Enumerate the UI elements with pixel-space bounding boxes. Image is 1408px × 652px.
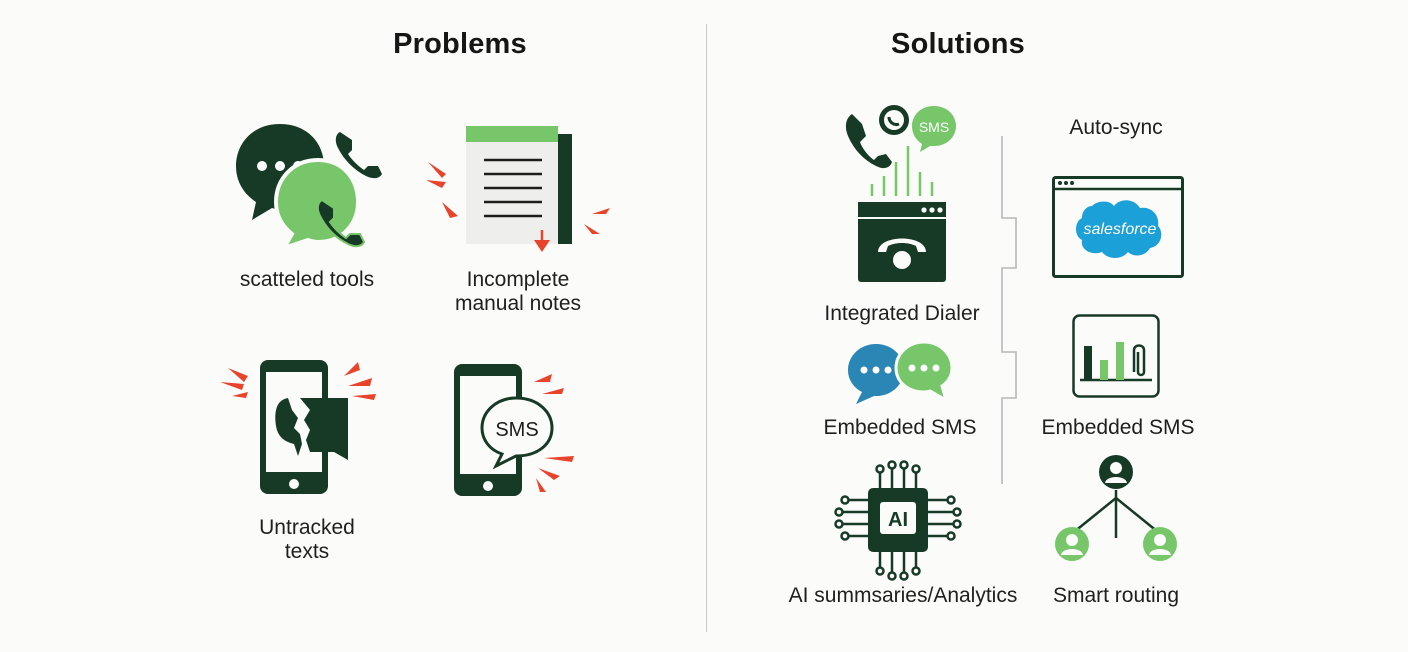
notepad-header	[466, 126, 558, 142]
phone-handset-icon	[335, 132, 382, 179]
phone-handset-icon	[316, 198, 366, 248]
rotary-phone-icon	[878, 238, 926, 252]
problem-label-scattered-tools: scatteled tools	[239, 268, 375, 291]
user-avatar-icon	[1143, 527, 1177, 561]
solution-label-integrated-dialer: Integrated Dialer	[824, 302, 980, 325]
ai-chip-icon: AI	[834, 460, 962, 581]
solution-label-embedded-sms-right: Embedded SMS	[1041, 416, 1195, 439]
routing-users-icon	[1055, 455, 1177, 561]
user-avatar-icon	[1055, 527, 1089, 561]
broken-chat-bubble	[275, 398, 302, 456]
sms-bubble	[480, 396, 554, 470]
salesforce-logo-text: salesforce	[1084, 221, 1157, 238]
chat-bubbles-phone-icon	[236, 124, 382, 252]
down-arrow-icon	[534, 230, 550, 252]
sms-bubble	[912, 106, 956, 152]
chip-text: AI	[888, 509, 908, 531]
problem-label-incomplete-notes: Incomplete manual notes	[454, 268, 582, 315]
alert-rays-icon	[426, 162, 610, 234]
bracket-connector	[1001, 136, 1017, 484]
dialer-icon: SMS	[845, 105, 956, 282]
solution-label-smart-routing: Smart routing	[1052, 584, 1180, 607]
problem-label-untracked-texts: Untracked texts	[259, 516, 355, 563]
section-divider	[706, 24, 707, 632]
user-avatar-icon	[1099, 455, 1133, 489]
problems-title: Problems	[393, 28, 527, 60]
notepad-icon	[426, 126, 610, 252]
green-chat-bubble	[273, 157, 361, 252]
salesforce-cloud-logo	[1076, 200, 1162, 258]
chart-bar	[1084, 346, 1092, 380]
solution-label-ai-summaries: AI summsaries/Analytics	[788, 584, 1018, 607]
alert-rays-icon	[220, 362, 376, 400]
chart-bar	[1100, 360, 1108, 380]
solution-label-auto-sync: Auto-sync	[1069, 116, 1163, 139]
salesforce-window-icon: salesforce	[1052, 176, 1184, 278]
sms-text: SMS	[919, 119, 949, 135]
phone-handset-icon	[845, 114, 892, 169]
blue-chat-bubble	[848, 344, 904, 404]
chart-bar	[1116, 342, 1124, 380]
broken-chat-bubble	[300, 398, 348, 460]
paperclip-icon	[1132, 344, 1146, 377]
solutions-title: Solutions	[891, 28, 1025, 60]
alert-rays-icon	[534, 374, 574, 492]
bar-chart-icon	[1072, 314, 1160, 398]
sms-text: SMS	[495, 419, 538, 441]
broken-phone-icon	[220, 360, 376, 494]
notepad-page	[466, 126, 558, 244]
chat-bubbles-icon	[848, 340, 954, 404]
solution-label-embedded-sms-left: Embedded SMS	[823, 416, 977, 439]
phone-sms-icon: SMS	[454, 364, 574, 496]
